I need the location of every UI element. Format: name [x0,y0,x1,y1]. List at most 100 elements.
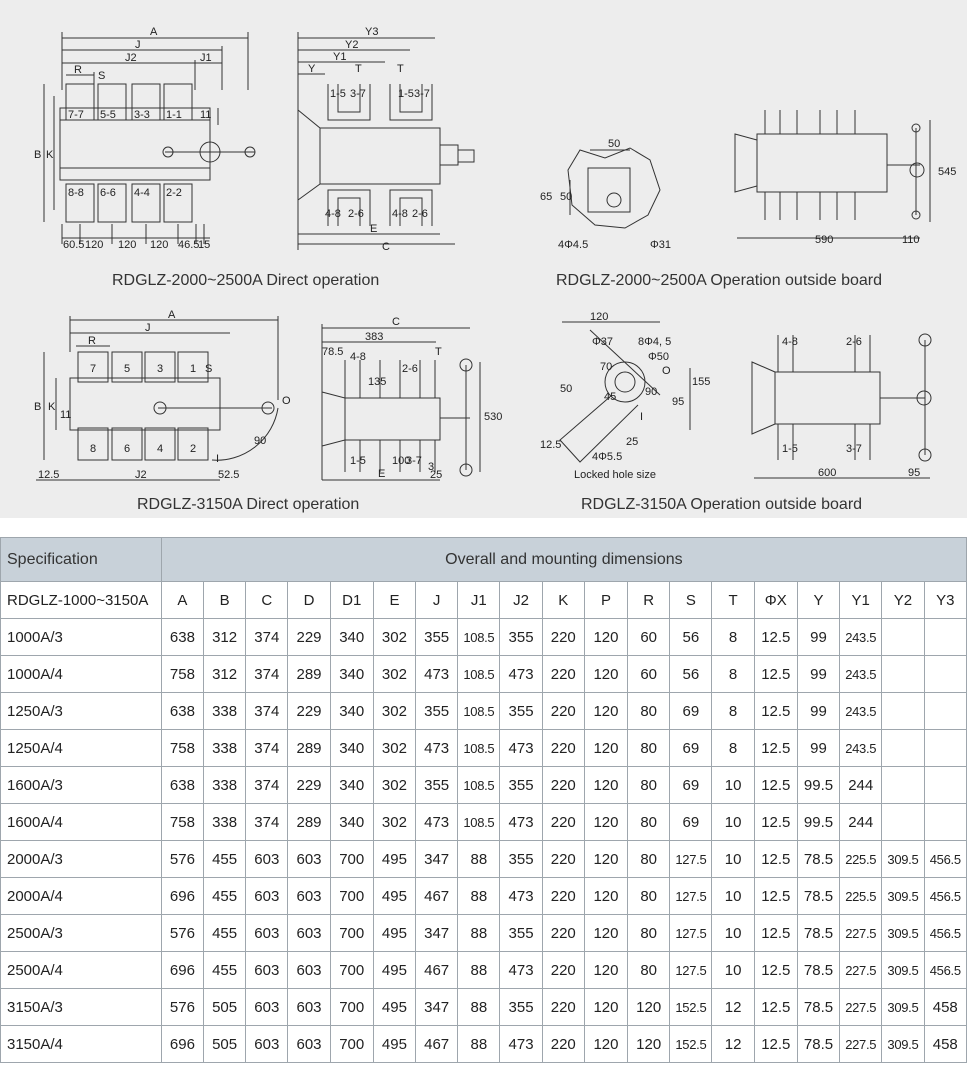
table-cell: 220 [541,618,585,656]
dim-label: Φ31 [650,239,671,251]
dim-label: 1 [190,363,196,375]
table-header-row: Specification Overall and mounting dimen… [0,537,967,582]
column-header: B [203,581,247,619]
dim-label: 5 [124,363,130,375]
table-cell: 120 [583,914,629,952]
dim-label: I [216,453,219,465]
table-cell: 312 [203,655,247,693]
table-cell: 80 [627,803,671,841]
table-cell: 309.5 [881,988,925,1026]
drawing-3150-direct: A J R S B K 11 7 5 3 1 8 6 4 2 O 90 I 52… [34,309,291,481]
table-cell: 473 [499,951,543,989]
dim-label: 50 [560,191,572,203]
dim-label: K [48,401,56,413]
dim-label: 2-6 [412,208,428,220]
column-header: ΦX [753,581,798,619]
table-cell: 355 [415,618,459,656]
dim-label: E [378,468,385,480]
row-spec: 1250A/3 [0,692,162,730]
table-cell: 8 [711,729,755,767]
table-cell: 700 [329,1025,374,1063]
table-cell: 69 [669,729,713,767]
column-header: R [627,581,671,619]
table-cell: 227.5 [839,951,883,989]
table-cell: 78.5 [796,951,841,989]
table-cell: 455 [203,951,247,989]
dim-label: 3 [157,363,163,375]
table-cell: 120 [583,840,629,878]
table-cell: 120 [583,729,629,767]
drawing-3150-outside: 120 Φ37 8Φ4, 5 Φ50 70 O 45 50 90 155 95 … [540,311,932,481]
caption-2000-outside: RDGLZ-2000~2500A Operation outside board [556,272,882,289]
table-cell: 12.5 [753,729,798,767]
dim-label: 3-3 [134,109,150,121]
dim-label: B [34,149,41,161]
dim-label: Y [308,63,316,75]
drawing-2000-direct: A J J2 J1 R S B K 11 7-7 5-5 3-3 1-1 8-8… [34,26,256,251]
table-cell: 78.5 [796,1025,841,1063]
column-header: C [245,581,289,619]
table-cell: 289 [287,729,331,767]
table-cell: 700 [329,988,374,1026]
table-cell: 78.5 [796,914,841,952]
column-header: S [669,581,713,619]
table-cell: 696 [160,1025,205,1063]
table-cell: 456.5 [923,877,967,915]
table-cell: 8 [711,618,755,656]
dim-label: Y2 [345,39,358,51]
dim-label: S [98,70,105,82]
table-cell: 467 [415,1025,459,1063]
table-cell: 243.5 [839,729,883,767]
table-cell: 243.5 [839,655,883,693]
dim-label: 78.5 [322,346,343,358]
dim-label: 6 [124,443,130,455]
model-label: RDGLZ-1000~3150A [0,581,162,619]
dim-label: 110 [902,234,920,246]
dim-label: T [355,63,362,75]
dim-label: 4-4 [134,187,150,199]
dim-label: 3-7 [846,443,862,455]
table-cell: 120 [583,692,629,730]
group-header: Overall and mounting dimensions [160,537,967,582]
table-cell: 758 [160,655,205,693]
table-cell: 152.5 [669,1025,713,1063]
dim-label: C [392,316,400,328]
table-cell: 576 [160,988,205,1026]
column-header: A [160,581,205,619]
dim-label: 52.5 [218,469,239,481]
table-cell: 603 [287,914,331,952]
table-cell: 603 [245,914,289,952]
dim-label: 2-6 [846,336,862,348]
dim-label: 545 [938,166,956,178]
drawing-2000-side: Y3 Y2 Y1 Y T T 1-5 3-7 1-5 3-7 4-8 2-6 4… [297,26,475,253]
column-header: J [415,581,459,619]
dim-label: 90 [645,386,657,398]
row-spec: 1000A/3 [0,618,162,656]
table-cell: 340 [329,766,374,804]
table-cell: 80 [627,692,671,730]
table-cell: 700 [329,840,374,878]
column-header: K [541,581,585,619]
table-cell: 603 [287,840,331,878]
table-cell: 80 [627,840,671,878]
row-spec: 3150A/4 [0,1025,162,1063]
table-cell: 309.5 [881,914,925,952]
dim-label: 1-5 [398,88,414,100]
table-cell: 88 [457,914,501,952]
table-cell: 220 [541,655,585,693]
table-cell: 99 [796,729,841,767]
dim-label: R [74,64,82,76]
table-cell: 309.5 [881,877,925,915]
table-cell: 374 [245,766,289,804]
table-cell: 374 [245,692,289,730]
dim-label: 60.5 [63,239,84,251]
dim-label: 8 [90,443,96,455]
table-cell: 220 [541,692,585,730]
table-cell: 603 [245,877,289,915]
dim-label: 2-6 [348,208,364,220]
table-cell: 355 [415,766,459,804]
table-cell: 340 [329,655,374,693]
table-cell: 120 [583,988,629,1026]
